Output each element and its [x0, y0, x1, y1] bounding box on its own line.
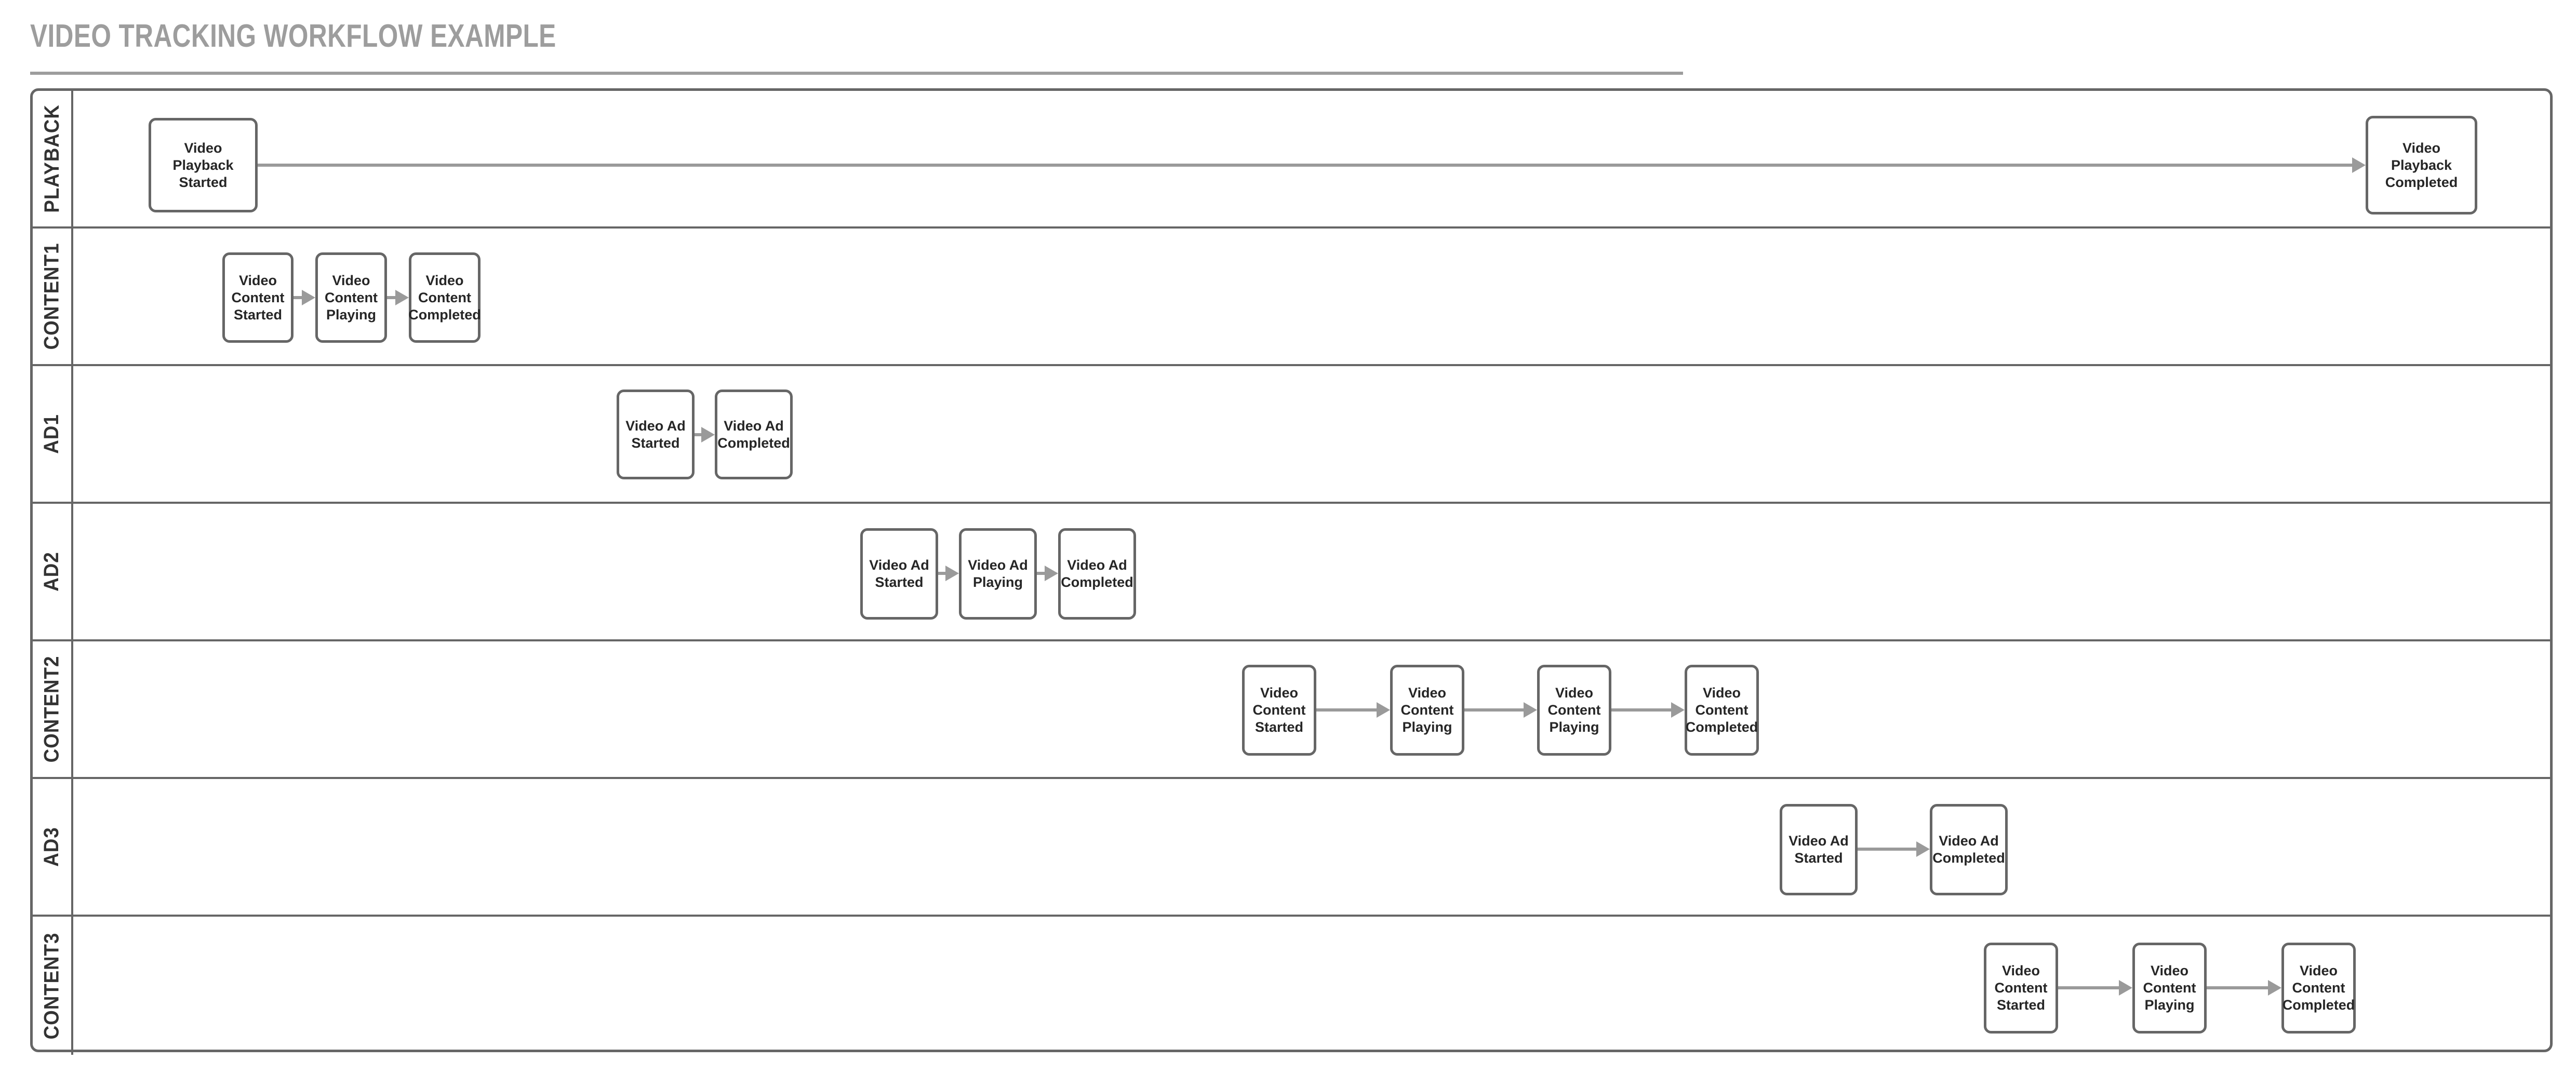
task-node-label: Video Ad Completed: [1932, 833, 2005, 866]
connector-arrowhead-icon: [1377, 702, 1390, 718]
title-block: VIDEO TRACKING WORKFLOW EXAMPLE: [30, 18, 1692, 75]
page-title: VIDEO TRACKING WORKFLOW EXAMPLE: [30, 18, 556, 54]
connector-line: [938, 572, 945, 575]
connector-arrowhead-icon: [2119, 980, 2132, 996]
task-node[interactable]: Video Content Started: [1242, 665, 1316, 756]
task-node[interactable]: Video Content Completed: [1685, 665, 1759, 756]
connector-arrowhead-icon: [395, 290, 409, 305]
task-node[interactable]: Video Playback Started: [149, 118, 258, 212]
connector-line: [387, 296, 395, 299]
task-node-label: Video Ad Started: [869, 557, 929, 590]
task-node[interactable]: Video Content Playing: [1390, 665, 1464, 756]
lane-label-ad3: AD3: [40, 827, 63, 867]
task-node[interactable]: Video Content Playing: [2132, 943, 2207, 1034]
task-node[interactable]: Video Ad Completed: [1058, 528, 1136, 620]
connector-line: [258, 164, 2352, 167]
lane-header-ad1: AD1: [33, 366, 73, 502]
task-node[interactable]: Video Ad Started: [860, 528, 938, 620]
task-node-label: Video Ad Completed: [1061, 557, 1133, 590]
task-node-label: Video Playback Started: [172, 140, 234, 190]
connector-arrowhead-icon: [2268, 980, 2281, 996]
connector-line: [1316, 708, 1377, 712]
swimlane-ad3: AD3 Video Ad Started Video Ad Completed: [33, 779, 2550, 917]
task-node-label: Video Content Completed: [408, 272, 481, 323]
lane-label-content2: CONTENT2: [40, 655, 63, 763]
connector-line: [2058, 986, 2119, 989]
title-underline-rule: [30, 72, 1683, 75]
swimlane-ad1: AD1 Video Ad Started Video Ad Completed: [33, 366, 2550, 504]
connector-arrowhead-icon: [701, 427, 715, 442]
connector-line: [1858, 848, 1916, 851]
connector-arrowhead-icon: [945, 566, 959, 581]
lane-body-content1: Video Content Started Video Content Playi…: [73, 229, 2550, 364]
task-node-label: Video Content Completed: [2282, 963, 2355, 1013]
task-node[interactable]: Video Content Started: [1984, 943, 2058, 1034]
lane-header-content2: CONTENT2: [33, 641, 73, 777]
connector-arrowhead-icon: [1045, 566, 1058, 581]
task-node-label: Video Content Started: [231, 272, 285, 323]
task-node-label: Video Content Playing: [2143, 963, 2196, 1013]
lane-body-content2: Video Content Started Video Content Playi…: [73, 641, 2550, 777]
lane-header-ad2: AD2: [33, 504, 73, 639]
connector-arrowhead-icon: [1916, 841, 1930, 857]
task-node-label: Video Content Started: [1994, 963, 2048, 1013]
lane-header-playback: PLAYBACK: [33, 91, 73, 226]
task-node[interactable]: Video Content Playing: [1537, 665, 1611, 756]
task-node[interactable]: Video Ad Started: [1780, 804, 1858, 895]
task-node-label: Video Content Playing: [1547, 685, 1601, 735]
lane-label-ad1: AD1: [40, 414, 63, 454]
task-node-label: Video Ad Playing: [968, 557, 1028, 590]
task-node-label: Video Playback Completed: [2385, 140, 2458, 190]
task-node[interactable]: Video Playback Completed: [2366, 116, 2477, 214]
lane-body-ad3: Video Ad Started Video Ad Completed: [73, 779, 2550, 915]
connector-arrowhead-icon: [1671, 702, 1685, 718]
lane-body-ad1: Video Ad Started Video Ad Completed: [73, 366, 2550, 502]
lane-header-ad3: AD3: [33, 779, 73, 915]
lane-header-content1: CONTENT1: [33, 229, 73, 364]
connector-line: [1464, 708, 1524, 712]
task-node[interactable]: Video Ad Completed: [715, 390, 793, 479]
task-node-label: Video Ad Started: [625, 418, 686, 451]
lane-label-content1: CONTENT1: [40, 243, 63, 350]
connector-arrowhead-icon: [1524, 702, 1537, 718]
task-node[interactable]: Video Ad Completed: [1930, 804, 2008, 895]
lane-label-playback: PLAYBACK: [40, 104, 63, 213]
connector-line: [293, 296, 302, 299]
connector-line: [1611, 708, 1671, 712]
task-node[interactable]: Video Ad Started: [617, 390, 695, 479]
connector-line: [1037, 572, 1045, 575]
lane-header-content3: CONTENT3: [33, 917, 73, 1055]
task-node-label: Video Content Completed: [1685, 685, 1758, 735]
task-node-label: Video Content Started: [1252, 685, 1306, 735]
task-node-label: Video Ad Started: [1788, 833, 1849, 866]
task-node[interactable]: Video Ad Playing: [959, 528, 1037, 620]
lane-label-ad2: AD2: [40, 552, 63, 592]
lane-label-content3: CONTENT3: [40, 932, 63, 1039]
task-node[interactable]: Video Content Started: [222, 252, 293, 343]
connector-line: [695, 433, 701, 436]
lane-body-ad2: Video Ad Started Video Ad Playing Video Ad…: [73, 504, 2550, 639]
connector-line: [2207, 986, 2268, 989]
task-node-label: Video Content Playing: [1400, 685, 1454, 735]
lane-body-playback: Video Playback Started Video Playback Com…: [73, 91, 2550, 226]
task-node[interactable]: Video Content Completed: [408, 252, 481, 343]
connector-arrowhead-icon: [302, 290, 315, 305]
lane-body-content3: Video Content Started Video Content Playi…: [73, 917, 2550, 1055]
task-node[interactable]: Video Content Completed: [2281, 943, 2356, 1034]
task-node-label: Video Content Playing: [325, 272, 378, 323]
task-node[interactable]: Video Content Playing: [315, 252, 387, 343]
connector-arrowhead-icon: [2352, 157, 2366, 173]
task-node-label: Video Ad Completed: [717, 418, 790, 451]
